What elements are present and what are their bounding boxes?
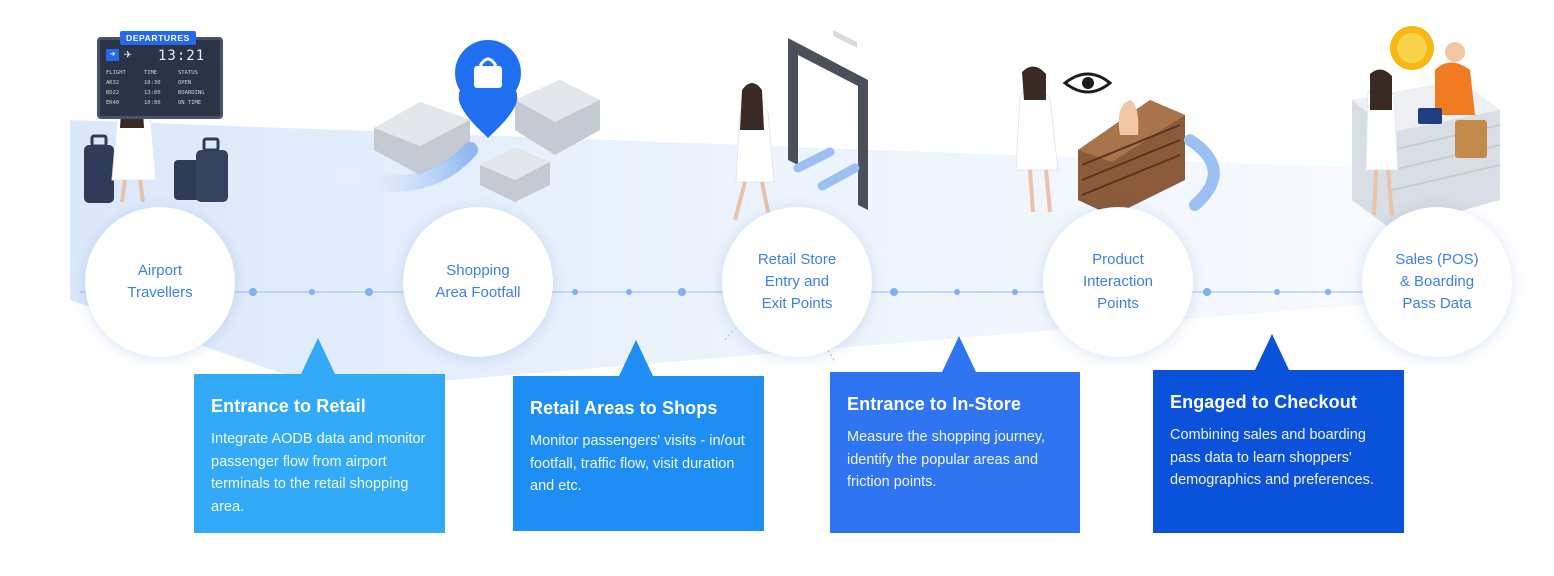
board-cell: 10:30 <box>144 80 161 86</box>
departures-board-table: FLIGHT TIME STATUS AK32 10:30 OPEN BD22 13:00… <box>106 68 218 108</box>
departures-board-row: AK32 10:30 OPEN <box>106 78 218 88</box>
info-box-title: Entrance to In-Store <box>847 394 1022 414</box>
departures-board: DEPARTURES ➔ ✈ 13:21 FLIGHT TIME STATUS AK… <box>97 31 223 119</box>
airplane-icon: ✈ <box>124 47 132 62</box>
board-cell: BD22 <box>106 90 120 96</box>
board-cell: AK32 <box>106 80 120 86</box>
stage-product-interaction: Product Interaction Points <box>1043 207 1193 357</box>
product-interaction-illustration <box>1015 66 1220 216</box>
info-box-title: Retail Areas to Shops <box>530 398 718 418</box>
board-cell: ON TIME <box>178 100 202 106</box>
board-cell: EK40 <box>106 100 120 106</box>
info-box-engaged-to-checkout: Engaged to Checkout Combining sales and … <box>1153 334 1404 533</box>
stage-sales-pos-boarding: Sales (POS) & Boarding Pass Data <box>1362 207 1512 357</box>
shopping-area-illustration <box>322 40 600 202</box>
board-column-header: STATUS <box>178 70 198 76</box>
info-box-text: Combining sales and boarding pass data t… <box>1170 427 1374 488</box>
stage-retail-store-entry-exit: Retail Store Entry and Exit Points <box>722 207 872 357</box>
timeline-dots <box>249 288 1331 296</box>
stage-label: Shopping Area Footfall <box>435 262 521 301</box>
stage-label: Sales (POS) & Boarding Pass Data <box>1395 251 1479 312</box>
board-column-header: FLIGHT <box>106 70 126 76</box>
info-box-entrance-to-retail: Entrance to Retail Integrate AODB data a… <box>194 338 445 533</box>
stage-airport-travellers: Airport Travellers <box>85 207 235 357</box>
info-box-title: Engaged to Checkout <box>1170 392 1357 412</box>
departures-board-header: DEPARTURES <box>120 31 196 45</box>
departures-board-header-row: FLIGHT TIME STATUS <box>106 68 218 78</box>
stage-label: Airport Travellers <box>127 262 193 301</box>
board-cell: BOARDING <box>178 90 205 96</box>
store-gate-illustration <box>733 30 868 223</box>
checkout-illustration <box>1352 26 1501 230</box>
stage-shopping-area-footfall: Shopping Area Footfall <box>403 207 553 357</box>
info-box-text: Integrate AODB data and monitor passenge… <box>211 431 426 515</box>
info-box-retail-areas-to-shops: Retail Areas to Shops Monitor passengers… <box>513 340 764 531</box>
stage-label: Retail Store Entry and Exit Points <box>757 251 837 312</box>
info-box-text: Monitor passengers' visits - in/out foot… <box>530 433 745 494</box>
arrow-right-icon: ➔ <box>106 49 119 61</box>
board-cell: 10:00 <box>144 100 161 106</box>
departures-board-row: EK40 10:00 ON TIME <box>106 98 218 108</box>
info-box-text: Measure the shopping journey, identify t… <box>847 429 1046 490</box>
info-box-title: Entrance to Retail <box>211 396 366 416</box>
board-cell: 13:00 <box>144 90 161 96</box>
stage-label: Product Interaction Points <box>1082 251 1154 312</box>
board-cell: OPEN <box>178 80 192 86</box>
departures-board-time: 13:21 <box>158 48 206 64</box>
departures-board-row: BD22 13:00 BOARDING <box>106 88 218 98</box>
board-column-header: TIME <box>144 70 158 76</box>
info-box-entrance-to-in-store: Entrance to In-Store Measure the shoppin… <box>830 336 1080 533</box>
